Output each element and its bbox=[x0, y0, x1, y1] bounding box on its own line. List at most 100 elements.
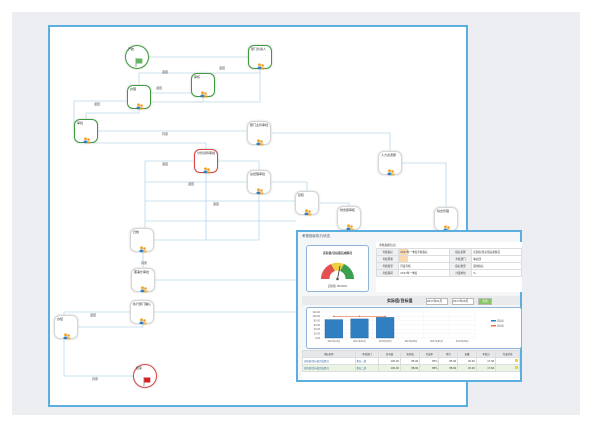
bar bbox=[376, 317, 395, 339]
flow-node-n13[interactable]: 董事长审批 bbox=[131, 268, 155, 293]
flow-node-start[interactable]: 开始 bbox=[125, 45, 149, 69]
flow-node-n15[interactable]: 办结 bbox=[54, 315, 78, 340]
users-icon bbox=[140, 278, 148, 293]
info-row: 考核周期 考核部门事业部 bbox=[375, 255, 522, 263]
flow-node-n12[interactable]: 归档 bbox=[130, 228, 154, 253]
users-icon bbox=[200, 83, 208, 98]
column-header[interactable]: 完成状态 bbox=[495, 350, 520, 358]
edge bbox=[154, 194, 260, 241]
dashboard-panel: 考核指标执行状态 实际值/目标值完成情况 实际值: 85.00% 考核指标信息 … bbox=[296, 230, 522, 382]
query-button[interactable]: 查询 bbox=[478, 298, 492, 305]
column-header[interactable]: 完成率 bbox=[419, 350, 440, 358]
node-label: 归档 bbox=[133, 230, 140, 234]
gauge-red bbox=[321, 264, 335, 279]
column-header[interactable]: 指标名称 bbox=[302, 350, 356, 358]
table-cell: 88.00 bbox=[438, 364, 459, 372]
edge-label: 退回 bbox=[188, 182, 195, 186]
to-date-select[interactable]: 2017年06月 bbox=[452, 298, 474, 305]
y-tick-label: 60.00 bbox=[314, 324, 321, 327]
edge bbox=[63, 311, 130, 315]
flow-node-n14[interactable]: 执行部门确认 bbox=[130, 300, 154, 325]
flow-node-n2[interactable]: 审核 bbox=[191, 73, 215, 98]
from-date-select[interactable]: 2017年01月 bbox=[426, 298, 448, 305]
users-icon bbox=[136, 95, 144, 110]
column-header[interactable]: 目标值 bbox=[378, 350, 401, 358]
gauge-green bbox=[340, 264, 354, 279]
flow-node-n1[interactable]: 部门负责人 bbox=[248, 45, 272, 70]
node-label: 开始 bbox=[128, 47, 135, 51]
info-key: 计量单位 bbox=[448, 269, 473, 277]
column-header[interactable]: 实际值 bbox=[399, 350, 421, 358]
info-key: 考核部门 bbox=[448, 255, 473, 263]
start-flag-icon bbox=[135, 52, 143, 67]
users-icon bbox=[257, 55, 265, 70]
status-indicator-icon bbox=[515, 359, 518, 362]
table-header: 指标名称考核部门目标值实际值完成率得分权重考核分完成状态 bbox=[302, 350, 520, 358]
dashboard-tab[interactable]: 考核指标执行状态 bbox=[302, 234, 330, 238]
users-icon bbox=[203, 159, 211, 174]
y-tick-label: 40.00 bbox=[314, 328, 321, 331]
gauge-needle bbox=[337, 265, 341, 280]
flow-node-n8[interactable]: 人力资源部 bbox=[378, 151, 402, 176]
flow-node-n5[interactable]: 部门主管审批 bbox=[247, 121, 271, 146]
column-header[interactable]: 得分 bbox=[438, 350, 459, 358]
edge bbox=[218, 160, 260, 170]
users-icon bbox=[256, 180, 264, 195]
y-tick-label: 20.00 bbox=[314, 332, 321, 335]
table-cell: 88.00 bbox=[399, 364, 421, 372]
status-indicator-icon bbox=[515, 366, 518, 369]
flow-node-n9[interactable]: 复核 bbox=[295, 191, 319, 216]
edge bbox=[271, 132, 391, 151]
info-value: 事业部 bbox=[471, 255, 522, 263]
flow-node-end[interactable]: 结束 bbox=[133, 364, 157, 388]
table-cell: 100.00 bbox=[378, 357, 401, 365]
table-cell: 17.00 bbox=[475, 357, 497, 365]
flow-node-n3[interactable]: 办理 bbox=[127, 85, 151, 110]
edge-label: 退回 bbox=[94, 102, 101, 106]
users-icon bbox=[139, 238, 147, 253]
column-header[interactable]: 权重 bbox=[457, 350, 477, 358]
edge bbox=[319, 202, 350, 206]
node-label: 办理 bbox=[130, 87, 137, 91]
gauge-title: 实际值/目标值完成情况 bbox=[323, 251, 352, 255]
edge-label: 同意 bbox=[92, 377, 99, 381]
table-cell: 事业二部 bbox=[354, 364, 380, 372]
column-header[interactable]: 考核分 bbox=[475, 350, 497, 358]
users-icon bbox=[256, 131, 264, 146]
y-tick-label: 120.00 bbox=[312, 311, 320, 314]
info-row: 考核类型月度考核指标类型量化指标 bbox=[375, 262, 522, 270]
table-cell: 17.60 bbox=[475, 364, 497, 372]
node-label: 董事长审批 bbox=[134, 270, 150, 274]
info-key: 考核周期 bbox=[375, 255, 400, 263]
flow-node-n11[interactable]: 综合管理 bbox=[434, 207, 458, 232]
x-tick-label: 2017年02月 bbox=[353, 339, 366, 343]
end-flag-icon bbox=[143, 371, 151, 386]
node-label: 审核 bbox=[194, 75, 201, 79]
edge bbox=[78, 324, 144, 328]
node-label: 部门负责人 bbox=[251, 47, 267, 51]
table-cell: 88% bbox=[419, 364, 440, 372]
info-value bbox=[398, 255, 450, 263]
target-point bbox=[358, 315, 361, 318]
flow-node-n7[interactable]: 总经理审批 bbox=[247, 170, 271, 195]
info-value: 2017年一季度考核指标 bbox=[398, 248, 450, 256]
column-header[interactable]: 考核部门 bbox=[354, 350, 380, 358]
table-cell: 85% bbox=[419, 357, 440, 365]
bar bbox=[350, 318, 369, 339]
table-cell: 20.00 bbox=[457, 364, 477, 372]
x-tick-label: 2017年04月 bbox=[404, 339, 417, 343]
section-header: 实际值/目标值 2017年01月 2017年06月 查询 bbox=[302, 296, 520, 305]
section-title: 实际值/目标值 bbox=[387, 298, 413, 303]
edge bbox=[144, 160, 194, 228]
node-label: 财务部审核 bbox=[340, 208, 356, 212]
flow-node-n10[interactable]: 财务部审核 bbox=[337, 206, 361, 231]
info-key: 考核指标 bbox=[375, 248, 400, 256]
users-icon bbox=[139, 310, 147, 325]
flow-node-n4[interactable]: 审批 bbox=[74, 119, 98, 144]
gauge bbox=[321, 262, 354, 281]
flow-node-n6[interactable]: 分管领导审批 bbox=[194, 149, 218, 174]
